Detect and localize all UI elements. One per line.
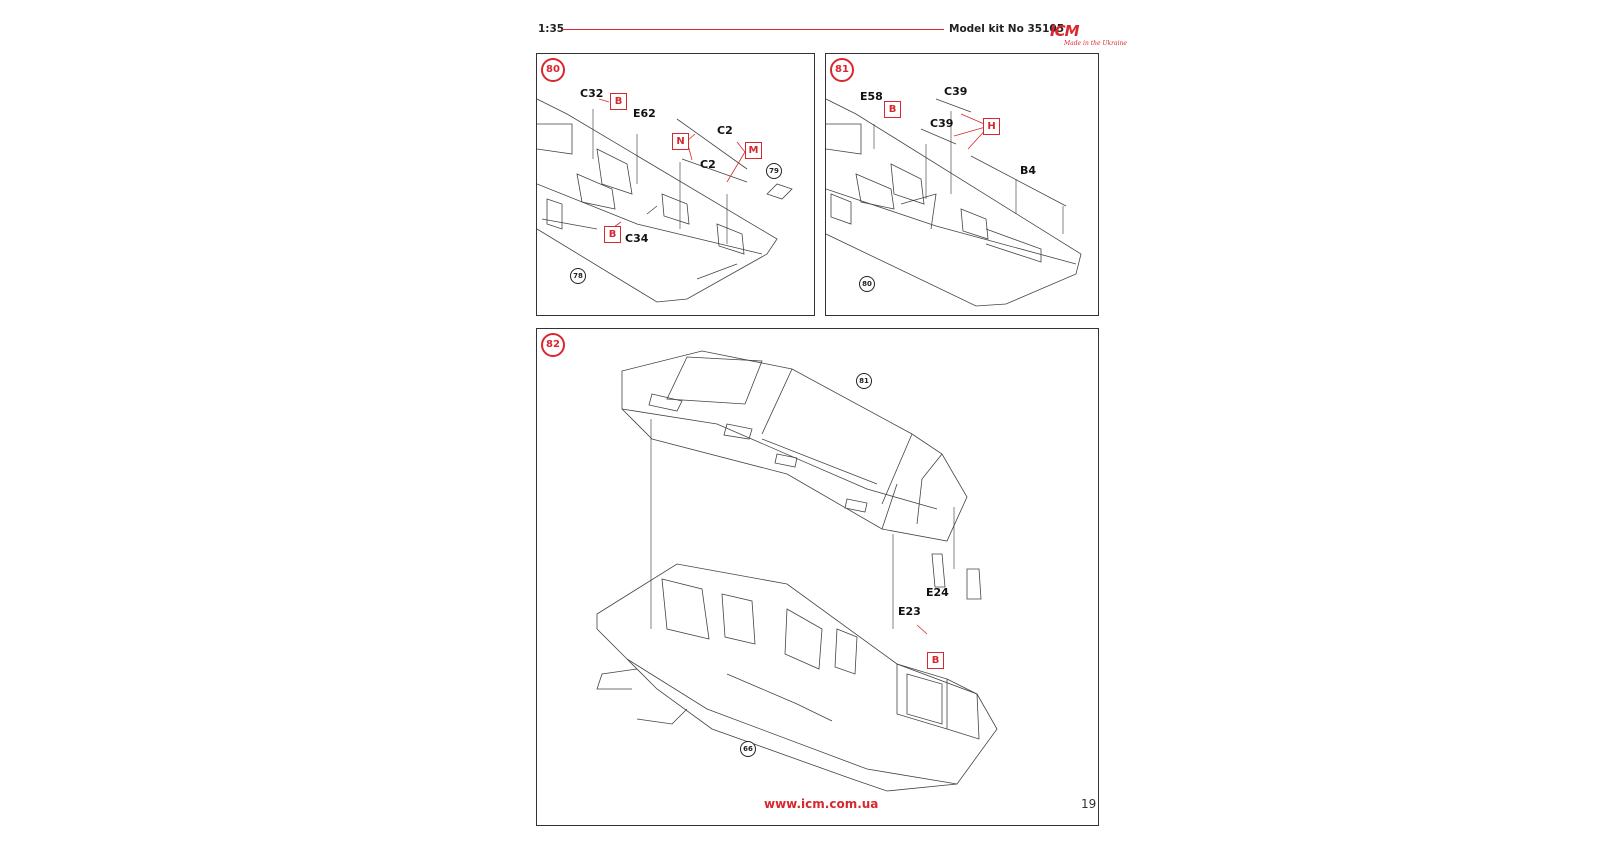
ref-step-79: 79	[766, 163, 782, 179]
step-80-badge: 80	[541, 58, 565, 82]
website-link[interactable]: www.icm.com.ua	[764, 797, 879, 811]
paint-code-m: M	[745, 142, 762, 159]
step-80-drawing	[537, 98, 793, 303]
ref-step-78: 78	[570, 268, 586, 284]
part-label-e62: E62	[633, 107, 656, 120]
part-label-c34: C34	[625, 232, 649, 245]
step-81-panel: 81 E58 B C39 C39	[825, 53, 1099, 316]
part-label-b4: B4	[1020, 164, 1037, 177]
step-80-panel: 80	[536, 53, 815, 316]
ref-step-81: 81	[856, 373, 872, 389]
kit-number: Model kit No 35105	[949, 23, 1064, 35]
ref-step-80: 80	[859, 276, 875, 292]
paint-code-n: N	[672, 133, 689, 150]
step-82-drawing	[596, 350, 998, 792]
step-82-panel: 82	[536, 328, 1099, 826]
paint-code-b: B	[927, 652, 944, 669]
part-label-c32: C32	[580, 87, 604, 100]
part-label-c2-second: C2	[700, 158, 716, 171]
paint-code-b: B	[610, 93, 627, 110]
scale-label: 1:35	[538, 23, 565, 35]
step-81-badge: 81	[830, 58, 854, 82]
step-82-badge: 82	[541, 333, 565, 357]
paint-code-b: B	[884, 101, 901, 118]
step-81-drawing	[826, 98, 1082, 307]
part-label-e23: E23	[898, 605, 921, 618]
page-number: 19	[1081, 797, 1097, 811]
paint-code-b-second: B	[604, 226, 621, 243]
part-label-c39: C39	[944, 85, 968, 98]
header-rule	[562, 29, 944, 30]
logo-mark: ICM	[1050, 22, 1080, 40]
icm-logo: ICM Made in the Ukraine	[1050, 20, 1127, 50]
part-label-e58: E58	[860, 90, 883, 103]
part-label-c39-second: C39	[930, 117, 954, 130]
logo-tagline: Made in the Ukraine	[1064, 40, 1127, 47]
ref-step-66: 66	[740, 741, 756, 757]
part-label-c2: C2	[717, 124, 733, 137]
part-label-e24: E24	[926, 586, 949, 599]
paint-code-h: H	[983, 118, 1000, 135]
